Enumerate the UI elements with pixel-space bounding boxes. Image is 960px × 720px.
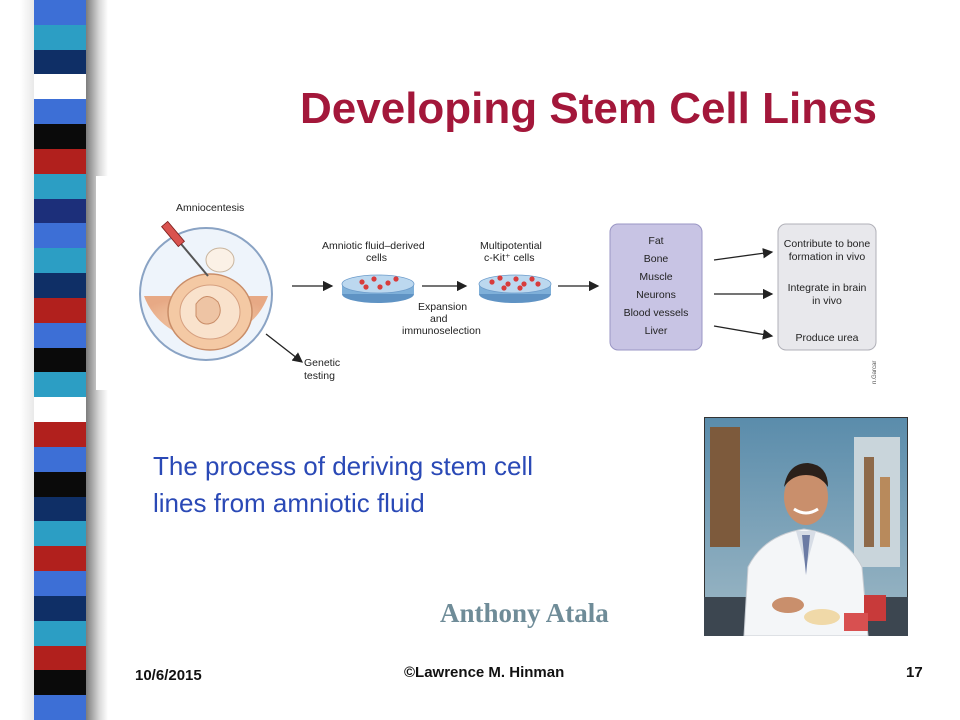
stripe-band	[34, 471, 86, 498]
stripe-band	[34, 223, 86, 249]
stripe-band	[34, 99, 86, 125]
stripe-band	[34, 620, 86, 646]
outcome-2-line-1: Integrate in brain	[788, 282, 867, 294]
lineage-item: Blood vessels	[624, 307, 689, 319]
stripe-band	[34, 297, 86, 324]
petri-dish-1	[341, 274, 415, 303]
stripe-band	[34, 248, 86, 274]
amniocentesis-illustration	[139, 220, 273, 361]
caption-line-2: lines from amniotic fluid	[153, 488, 425, 518]
label-genetic-2: testing	[304, 370, 335, 382]
slide-caption: The process of deriving stem cell lines …	[153, 448, 653, 522]
outcome-1-line-1: Contribute to bone	[784, 238, 871, 250]
stem-cell-diagram: Amniocentesis Genetic testing Amniotic f…	[96, 176, 886, 390]
outcome-3: Produce urea	[795, 332, 858, 344]
figure-credit: n.Garcar	[872, 361, 878, 384]
stripe-band	[34, 322, 86, 349]
label-multipotential-2: c-Kit⁺ cells	[484, 252, 534, 264]
stripe-band	[34, 595, 86, 622]
stripe-band	[34, 670, 86, 696]
stripe-band	[34, 173, 86, 200]
outcome-1-line-2: formation in vivo	[789, 251, 866, 263]
lineage-item: Fat	[648, 235, 663, 247]
outcome-box	[777, 223, 877, 351]
label-multipotential-1: Multipotential	[480, 240, 542, 252]
page-number: 17	[906, 664, 923, 681]
person-name: Anthony Atala	[440, 598, 609, 628]
slide-title: Developing Stem Cell Lines	[300, 84, 878, 133]
lineage-item: Liver	[645, 325, 668, 337]
decorative-stripe	[0, 0, 110, 720]
label-fluid-cells-2: cells	[366, 252, 387, 264]
lineage-box	[609, 223, 703, 351]
stripe-band	[34, 0, 86, 26]
stripe-band	[34, 496, 86, 522]
stripe-band	[34, 397, 86, 423]
stripe-band	[34, 372, 86, 398]
stripe-band	[34, 49, 86, 75]
stripe-band	[34, 273, 86, 299]
diagram-svg: Amniocentesis Genetic testing Amniotic f…	[96, 176, 886, 390]
stripe-band	[34, 74, 86, 100]
label-expansion-1: Expansion	[418, 301, 467, 313]
stripe-band	[34, 446, 86, 473]
stripe-band	[34, 695, 86, 720]
stripe-band	[34, 546, 86, 572]
stripe-band	[34, 24, 86, 51]
stripe-band	[34, 571, 86, 597]
footer-copyright: ©Lawrence M. Hinman	[404, 664, 565, 681]
label-expansion-3: immunoselection	[402, 325, 481, 337]
stripe-band	[34, 124, 86, 150]
label-expansion-2: and	[430, 313, 448, 325]
lineage-item: Muscle	[639, 271, 672, 283]
portrait-photo	[703, 416, 909, 637]
stripe-band	[34, 148, 86, 175]
portrait-svg	[703, 416, 909, 637]
label-fluid-cells-1: Amniotic fluid–derived	[322, 240, 425, 252]
stripe-band	[34, 198, 86, 224]
label-amniocentesis: Amniocentesis	[176, 202, 244, 214]
stripe-band	[34, 422, 86, 448]
stripe-band	[34, 347, 86, 373]
stripe-band	[34, 645, 86, 671]
caption-line-1: The process of deriving stem cell	[153, 451, 534, 481]
lineage-item: Bone	[644, 253, 669, 265]
label-genetic-1: Genetic	[304, 357, 340, 369]
stripe-rail	[20, 0, 34, 720]
petri-dish-2	[478, 274, 552, 303]
lineage-item: Neurons	[636, 289, 676, 301]
outcome-2-line-2: in vivo	[812, 295, 842, 307]
stripe-band	[34, 521, 86, 547]
footer-date: 10/6/2015	[135, 667, 202, 684]
